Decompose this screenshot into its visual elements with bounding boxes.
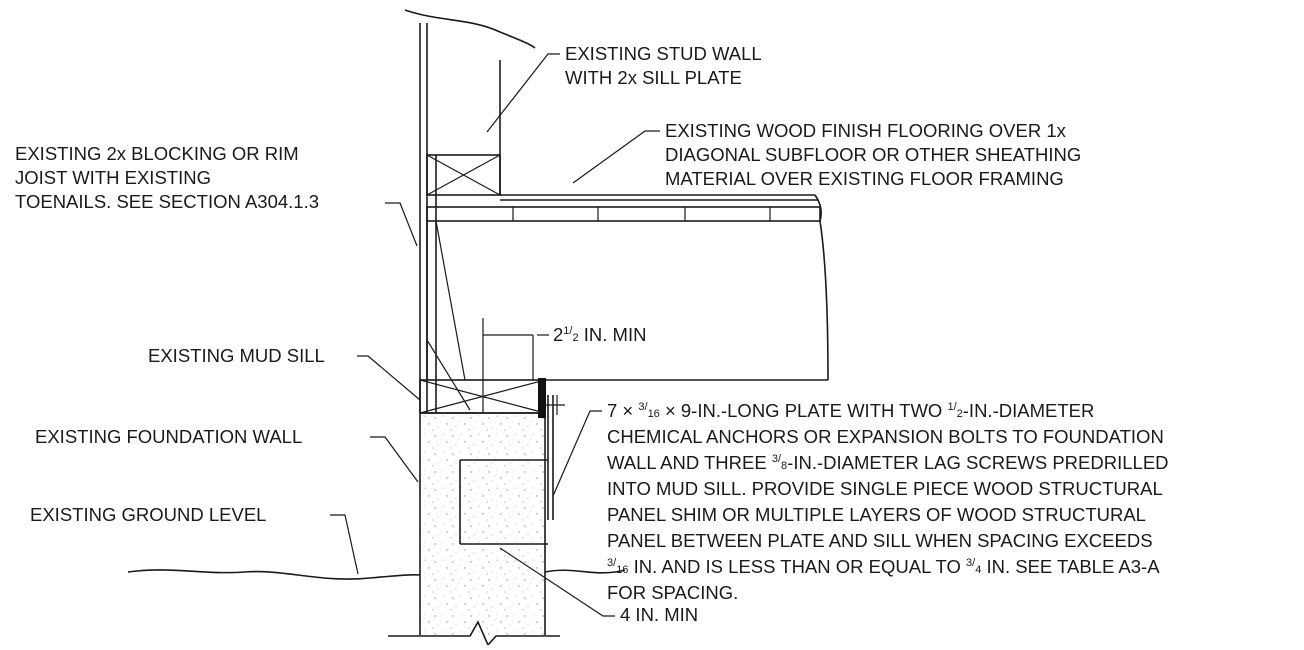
label-2-5-in-min: 21/2 IN. MIN bbox=[553, 324, 646, 345]
label-mud-sill: EXISTING MUD SILL bbox=[148, 345, 325, 366]
plate-l1-slash2: / bbox=[954, 401, 958, 413]
plate-note-line-1: 7 × 3/16 × 9-IN.-LONG PLATE WITH TWO 1/2… bbox=[607, 400, 1094, 421]
plate-l7b: IN. SEE TABLE A3-A bbox=[981, 556, 1160, 577]
plate-note-line-5: PANEL SHIM OR MULTIPLE LAYERS OF WOOD ST… bbox=[607, 504, 1146, 525]
plate-l1b: × 9-IN.-LONG PLATE WITH TWO bbox=[660, 400, 948, 421]
min-2-5-den: 2 bbox=[572, 332, 578, 344]
plate-l7-num2: 3 bbox=[966, 557, 972, 569]
anchor-plate bbox=[459, 395, 565, 545]
plate-l3-den: 8 bbox=[781, 460, 787, 472]
plate-l7-slash: / bbox=[613, 557, 617, 569]
plate-l3-slash: / bbox=[778, 453, 782, 465]
label-stud-wall: EXISTING STUD WALL WITH 2x SILL PLATE bbox=[565, 43, 762, 88]
plate-l7-den2: 4 bbox=[975, 564, 981, 576]
plate-note-line-3: WALL AND THREE 3/8-IN.-DIAMETER LAG SCRE… bbox=[607, 452, 1169, 473]
flooring-line-1: EXISTING WOOD FINISH FLOORING OVER 1x bbox=[665, 120, 1067, 141]
blocking-line-3: TOENAILS. SEE SECTION A304.1.3 bbox=[15, 191, 319, 212]
stud-wall-line-1: EXISTING STUD WALL bbox=[565, 43, 762, 64]
plate-l3b: -IN.-DIAMETER LAG SCREWS PREDRILLED bbox=[787, 452, 1168, 473]
dimension-2-5-in bbox=[482, 318, 534, 380]
plate-l1-num: 3 bbox=[638, 401, 644, 413]
leader-lines bbox=[330, 53, 660, 617]
plate-l3-num: 3 bbox=[772, 453, 778, 465]
plate-l1a: 7 × bbox=[607, 400, 638, 421]
blocking-line-1: EXISTING 2x BLOCKING OR RIM bbox=[15, 143, 299, 164]
flooring-line-3: MATERIAL OVER EXISTING FLOOR FRAMING bbox=[665, 168, 1064, 189]
stud-wall bbox=[404, 9, 536, 413]
plate-l7a: IN. AND IS LESS THAN OR EQUAL TO bbox=[628, 556, 966, 577]
plate-note-line-8: FOR SPACING. bbox=[607, 582, 738, 603]
flooring-line-2: DIAGONAL SUBFLOOR OR OTHER SHEATHING bbox=[665, 144, 1081, 165]
plate-note-line-7: 3/16 IN. AND IS LESS THAN OR EQUAL TO 3/… bbox=[607, 556, 1160, 577]
blocking-line-2: JOIST WITH EXISTING bbox=[15, 167, 211, 188]
plate-l7-slash2: / bbox=[972, 557, 976, 569]
min-2-5-rest: IN. MIN bbox=[579, 324, 647, 345]
plate-l1-den2: 2 bbox=[957, 408, 963, 420]
plate-l1c: -IN.-DIAMETER bbox=[963, 400, 1095, 421]
min-2-5-slash: / bbox=[569, 325, 573, 337]
plate-l7-num: 3 bbox=[607, 557, 613, 569]
plate-note-line-4: INTO MUD SILL. PROVIDE SINGLE PIECE WOOD… bbox=[607, 478, 1163, 499]
label-blocking: EXISTING 2x BLOCKING OR RIM JOIST WITH E… bbox=[15, 143, 319, 212]
ground-line bbox=[127, 569, 626, 580]
plate-l1-num2: 1 bbox=[947, 401, 953, 413]
label-plate-note: 7 × 3/16 × 9-IN.-LONG PLATE WITH TWO 1/2… bbox=[607, 400, 1169, 603]
stud-wall-line-2: WITH 2x SILL PLATE bbox=[565, 67, 742, 88]
plate-note-line-6: PANEL BETWEEN PLATE AND SILL WHEN SPACIN… bbox=[607, 530, 1153, 551]
label-foundation-wall: EXISTING FOUNDATION WALL bbox=[35, 426, 302, 447]
plate-l7-den: 16 bbox=[616, 564, 628, 576]
plate-l1-den: 16 bbox=[648, 408, 660, 420]
floor-assembly bbox=[426, 194, 829, 411]
label-4-in-min: 4 IN. MIN bbox=[620, 604, 698, 625]
plate-l1-slash: / bbox=[645, 401, 649, 413]
foundation-wall bbox=[388, 412, 560, 647]
label-flooring: EXISTING WOOD FINISH FLOORING OVER 1x DI… bbox=[665, 120, 1081, 189]
min-2-5-whole: 2 bbox=[553, 324, 563, 345]
plate-l3a: WALL AND THREE bbox=[607, 452, 772, 473]
min-2-5-num: 1 bbox=[563, 325, 569, 337]
plate-note-line-2: CHEMICAL ANCHORS OR EXPANSION BOLTS TO F… bbox=[607, 426, 1164, 447]
label-ground-level: EXISTING GROUND LEVEL bbox=[30, 504, 266, 525]
mud-sill bbox=[419, 378, 546, 418]
